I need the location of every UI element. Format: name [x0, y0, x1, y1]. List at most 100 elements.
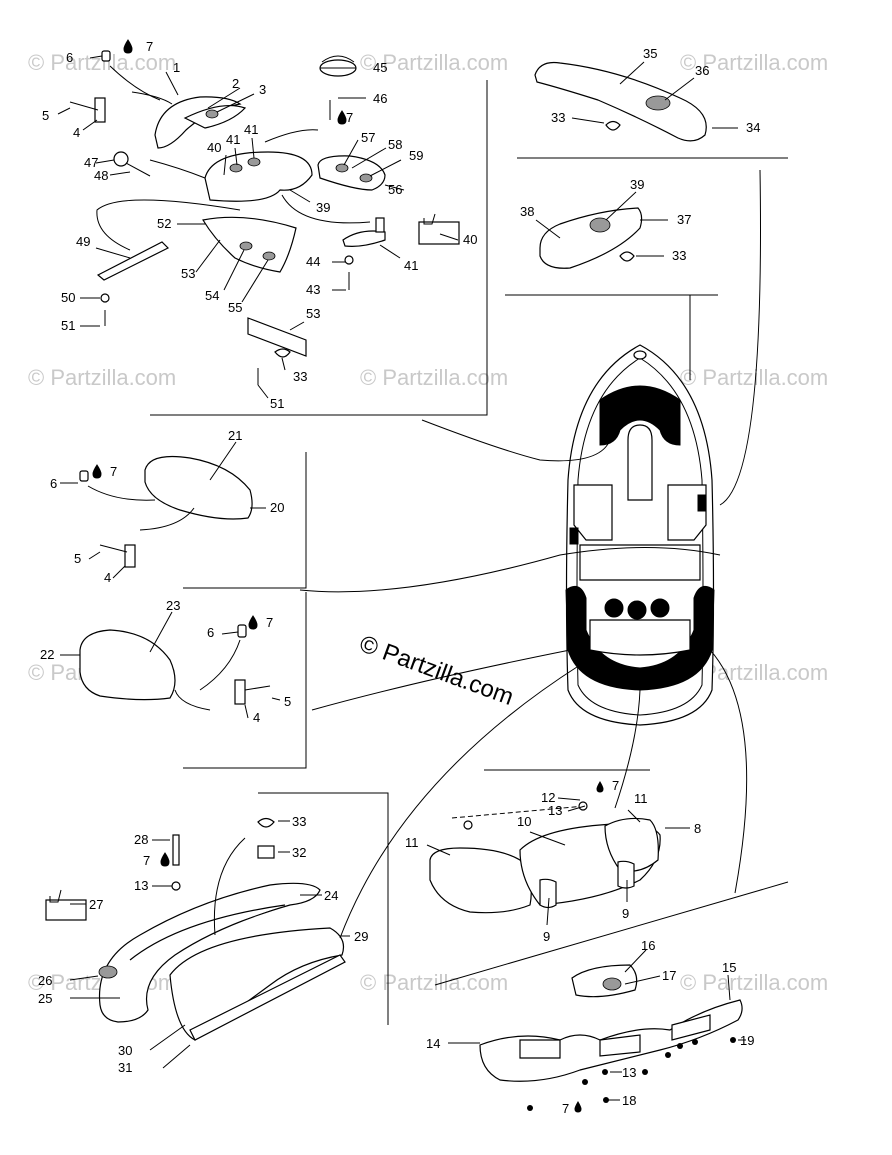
bottom-left-assembly — [45, 817, 346, 1041]
drop-icon — [596, 781, 604, 793]
connector-lines — [299, 169, 761, 939]
callout-13b: 13 — [548, 803, 562, 818]
seat-20 — [144, 455, 253, 520]
seat-cover-34 — [534, 61, 707, 142]
callout-58: 55 — [228, 300, 242, 315]
foam-pad-26 — [98, 965, 118, 979]
callout-13: 13 — [134, 878, 148, 893]
callout-53: 50 — [61, 290, 75, 305]
cushion-11-left — [429, 847, 532, 914]
callout-33: 33 — [293, 369, 307, 384]
knob-50 — [113, 151, 129, 167]
watermark: © Partzilla.com — [360, 50, 508, 75]
callout-47: 44 — [306, 254, 320, 269]
callout-33d: 33 — [292, 814, 306, 829]
callout-54b: 51 — [270, 396, 284, 411]
callout-5c: 5 — [284, 694, 291, 709]
callout-10: 10 — [517, 814, 531, 829]
foam-pad-43a — [229, 163, 243, 173]
callout-28: 28 — [134, 832, 148, 847]
pin-6b — [79, 470, 89, 482]
plug-33 — [274, 348, 291, 358]
callout-5: 5 — [42, 108, 49, 123]
callout-30: 30 — [118, 1043, 132, 1058]
callout-43: 41 — [226, 132, 240, 147]
washer-53 — [100, 293, 110, 303]
bracket-45-tab — [375, 217, 385, 233]
callout-21: 21 — [228, 428, 242, 443]
callout-16: 16 — [641, 938, 655, 953]
callout-44: 40 — [463, 232, 477, 247]
clip-4c — [234, 679, 246, 705]
callout-50: 47 — [84, 155, 98, 170]
callout-45: 41 — [404, 258, 418, 273]
seat-base-29 — [169, 927, 345, 1041]
watermark: © Partzilla.com — [680, 365, 828, 390]
callout-40: 39 — [316, 200, 330, 215]
callout-41: 40 — [207, 140, 221, 155]
callout-60: 56 — [388, 182, 402, 197]
pin-6 — [101, 50, 111, 62]
callout-22: 22 — [40, 647, 54, 662]
callout-13c: 13 — [622, 1065, 636, 1080]
callout-11b: 11 — [405, 835, 419, 850]
plate-32 — [257, 845, 275, 859]
callout-61: 57 — [361, 130, 375, 145]
callout-11: 11 — [634, 791, 648, 806]
callout-32: 32 — [292, 845, 306, 860]
callout-48: 45 — [373, 60, 387, 75]
callout-34: 34 — [746, 120, 760, 135]
watermark: © Partzilla.com — [360, 970, 508, 995]
foam-pad-58 — [262, 251, 276, 261]
foam-pad-36 — [645, 95, 671, 111]
callout-15: 15 — [722, 960, 736, 975]
callout-4b: 4 — [104, 570, 111, 585]
watermark: © Partzilla.com — [360, 365, 508, 390]
callout-7b: 7 — [346, 110, 353, 125]
watermark: © Partzilla.com — [28, 365, 176, 390]
callout-33b: 33 — [551, 110, 565, 125]
callout-19: 19 — [740, 1033, 754, 1048]
callout-56: 53 — [181, 266, 195, 281]
foam-pad-62 — [335, 163, 349, 173]
bolt-28 — [172, 834, 180, 866]
seat-37 — [539, 207, 643, 269]
callout-7e: 7 — [143, 853, 150, 868]
callout-43b: 41 — [244, 122, 258, 137]
callout-24: 24 — [324, 888, 338, 903]
foam-pad-63 — [359, 173, 373, 183]
callout-3: 3 — [259, 82, 266, 97]
callout-54: 51 — [61, 318, 75, 333]
callout-9b: 9 — [622, 906, 629, 921]
watermark: © Partzilla.com — [680, 970, 828, 995]
callout-7: 7 — [146, 39, 153, 54]
callout-12: 12 — [541, 790, 555, 805]
callout-25: 25 — [38, 991, 52, 1006]
callout-26: 26 — [38, 973, 52, 988]
callout-1: 1 — [173, 60, 180, 75]
plug-33-bl — [257, 817, 275, 828]
clip-4 — [94, 97, 106, 123]
callout-46: 43 — [306, 282, 320, 297]
callout-55: 52 — [157, 216, 171, 231]
lubricant-drop-icons — [92, 39, 604, 1113]
callout-23: 23 — [166, 598, 180, 613]
callout-2: 2 — [232, 76, 239, 91]
washer-13 — [171, 881, 181, 891]
washer-47 — [344, 255, 354, 265]
label-44 — [418, 221, 460, 245]
callout-18: 18 — [622, 1093, 636, 1108]
callout-29: 29 — [354, 929, 368, 944]
seat-part-41 — [204, 151, 313, 202]
callout-37: 37 — [677, 212, 691, 227]
plug-33-mid — [619, 251, 635, 262]
callout-7d: 7 — [266, 615, 273, 630]
callout-4: 4 — [73, 125, 80, 140]
panel-9b — [617, 860, 635, 889]
panel-9a — [539, 878, 557, 909]
foam-pad-3 — [205, 109, 219, 119]
callout-7f: 7 — [612, 778, 619, 793]
callout-38: 38 — [520, 204, 534, 219]
center-watermark: © Partzilla.com — [356, 630, 517, 711]
callout-20: 20 — [270, 500, 284, 515]
